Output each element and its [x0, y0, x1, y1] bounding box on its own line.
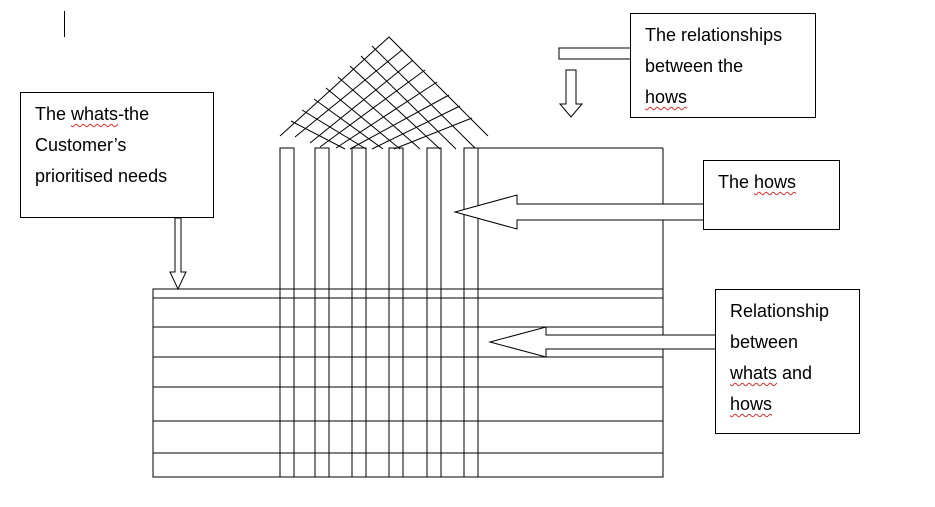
callout-hows: The hows	[703, 160, 840, 230]
roof-hatch-line	[337, 76, 421, 150]
hows-column-1	[279, 147, 295, 478]
roof-outline	[279, 36, 489, 137]
roof-hatch-line	[325, 87, 401, 150]
callout-roof-line-2: between the	[645, 56, 744, 76]
roof-hatch-line	[349, 94, 450, 150]
callout-matrix-line-4: hows	[730, 394, 773, 414]
roof-hatch-line	[319, 69, 426, 148]
roof-hatch-line	[349, 65, 441, 150]
hows-column-3	[351, 147, 367, 478]
callout-roof-line-3: hows	[645, 87, 688, 107]
roof-hatch-line	[313, 98, 384, 150]
roof-hatch-line	[360, 55, 457, 150]
hows-column-2	[314, 147, 330, 478]
roof-hatch-line	[371, 45, 476, 149]
callout-matrix-line-1: Relationship	[730, 301, 830, 321]
hows-column-4	[388, 147, 404, 478]
roof-hatch-line	[294, 49, 403, 138]
hows-column-6	[463, 147, 479, 478]
roof-hatch-line	[309, 59, 414, 144]
arrow-left-hows	[453, 194, 705, 230]
callout-whats-line-1: The whats-the	[35, 104, 150, 124]
roof-correlation-matrix	[279, 36, 489, 150]
roof-hatch-line	[393, 117, 473, 150]
arrow-down-roof	[558, 69, 584, 118]
squiggle-word: whats	[71, 104, 119, 124]
squiggle-word: whats	[730, 363, 778, 383]
callout-roof-line-1: The relationships	[645, 25, 783, 45]
roof-hatch-line	[290, 120, 346, 150]
hows-column-5	[426, 147, 442, 478]
hows-columns	[279, 147, 479, 478]
callout-whats-line-2: Customer’s	[35, 135, 127, 155]
callout-matrix-relationship: Relationship between whats and hows	[715, 289, 860, 434]
callout-whats-line-3: prioritised needs	[35, 166, 168, 186]
whats-rows-frame	[152, 288, 664, 478]
whats-rows-grid	[152, 288, 664, 478]
callout-matrix-line-2: between	[730, 332, 799, 352]
callout-hows-line-1: The hows	[718, 172, 797, 192]
squiggle-word: hows	[754, 172, 797, 192]
callout-matrix-line-3: whats and	[730, 363, 813, 383]
text-cursor	[64, 11, 65, 37]
arrow-roof-tail	[558, 47, 632, 60]
roof-hatch-line	[301, 109, 367, 150]
arrow-left-matrix	[488, 326, 717, 358]
callout-roof-relationships: The relationships between the hows	[630, 13, 816, 118]
callout-whats: The whats-the Customer’s prioritised nee…	[20, 92, 214, 218]
arrow-down-whats	[169, 217, 187, 291]
